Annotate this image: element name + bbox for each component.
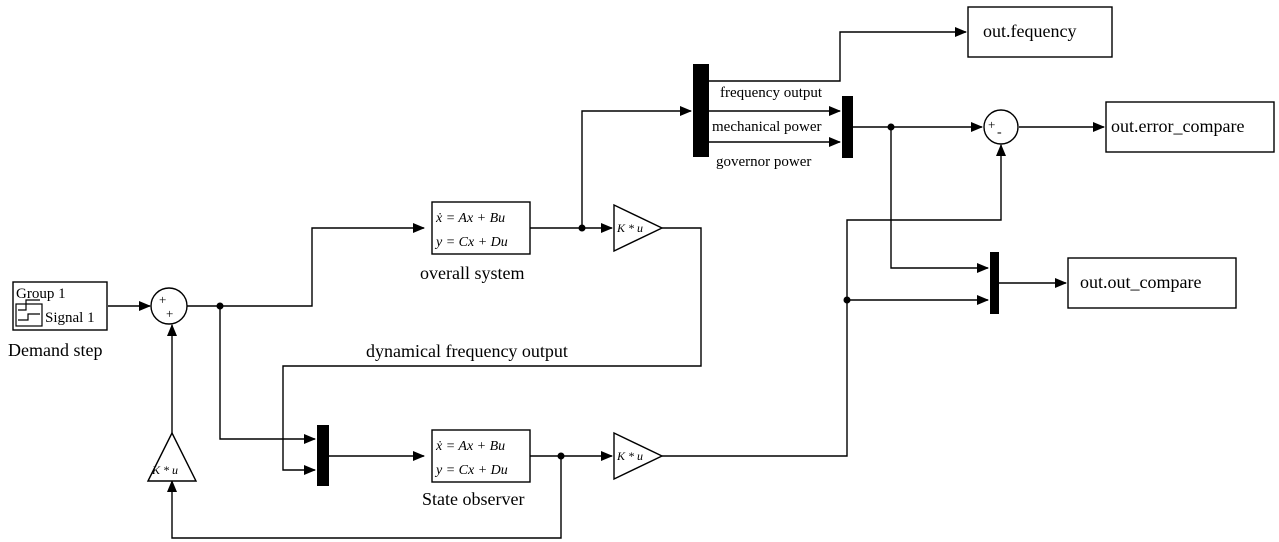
sum-sign-plus: + [159,292,166,307]
frequency-output-label: frequency output [720,85,823,101]
error-sum-block[interactable]: + - [983,109,1019,145]
wire-gain-observer-out [662,300,848,457]
wire-to-observer-mux-top [219,306,316,444]
out-frequency-block[interactable]: out.fequency [967,6,1113,58]
group-label: Group 1 [16,286,66,302]
branch-point [216,302,224,310]
wire-overall-to-mux [581,106,692,228]
signal-wires [108,27,1105,539]
overall-system-block[interactable]: ẋ = Ax + Bu y = Cx + Du [431,201,531,255]
gain-observer-block[interactable]: K * u [613,431,664,481]
mechanical-power-label: mechanical power [712,119,822,135]
overall-system-caption: overall system [420,263,524,283]
sum-sign-plus: + [166,306,173,321]
out-error-compare-block[interactable]: out.error_compare [1105,101,1275,153]
wire-dynamical-frequency [282,227,702,475]
governor-power-label: governor power [716,154,811,170]
out-out-compare-block[interactable]: out.out_compare [1067,257,1237,309]
branch-point [887,123,895,131]
dynamical-frequency-label: dynamical frequency output [366,341,568,361]
wire-observer-feedback [167,456,562,539]
observer-mux[interactable] [317,425,329,486]
gain-top-block[interactable]: K * u [613,203,664,253]
gain-label: K * u [616,449,643,463]
output-equation: y = Cx + Du [434,463,508,478]
branch-point [578,224,586,232]
wire-observer-to-error-sum [846,144,1006,300]
out-out-compare-label: out.out_compare [1080,272,1201,292]
gain-label: K * u [151,463,178,477]
demand-step-caption: Demand step [8,340,102,360]
out-frequency-label: out.fequency [983,21,1076,41]
signal-builder-icon [15,299,43,327]
sum-sign-plus: + [988,117,995,132]
wire-to-overall-system [220,223,425,307]
state-observer-block[interactable]: ẋ = Ax + Bu y = Cx + Du [431,429,531,483]
demand-step-block[interactable]: Group 1 Signal 1 [12,281,108,331]
output-equation: y = Cx + Du [434,235,508,250]
compare-mux[interactable] [990,252,999,314]
wire-mux-to-out-frequency [709,27,967,82]
branch-point [557,452,565,460]
input-sum-block[interactable]: + + [150,287,188,325]
sum-sign-minus: - [997,125,1002,140]
state-equation: ẋ = Ax + Bu [435,211,505,226]
branch-point [843,296,851,304]
gain-label: K * u [616,221,643,235]
state-observer-caption: State observer [422,489,524,509]
signal-label: Signal 1 [45,310,95,326]
wire-to-out-mux-top [890,127,989,273]
output-mux[interactable] [693,64,709,157]
out-error-compare-label: out.error_compare [1111,116,1244,136]
state-equation: ẋ = Ax + Bu [435,439,505,454]
gain-feedback-block[interactable]: K * u [146,431,198,482]
branch-points [216,123,895,460]
power-mux[interactable] [842,96,853,158]
